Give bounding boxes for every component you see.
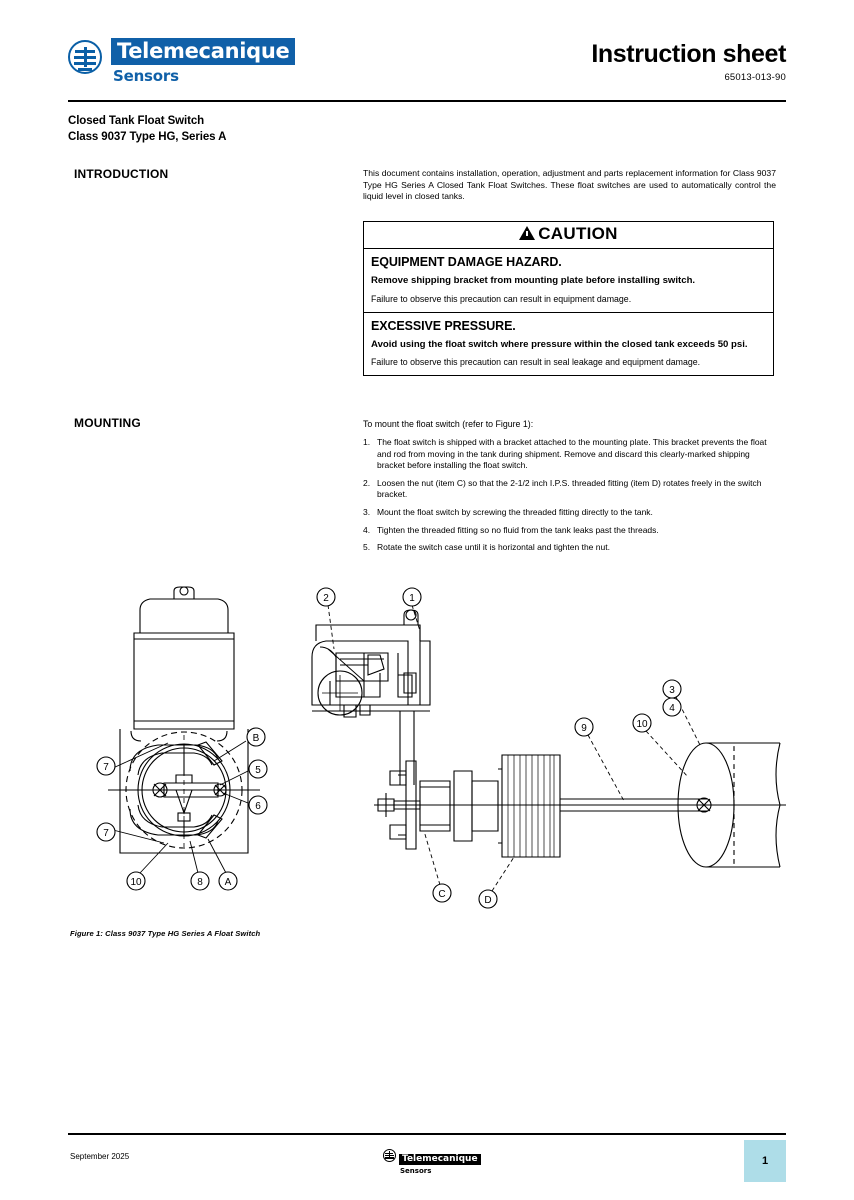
caution-box: CAUTION EQUIPMENT DAMAGE HAZARD. Remove … [363,221,774,376]
step-text: Mount the float switch by screwing the t… [377,506,653,517]
figure-caption: Figure 1: Class 9037 Type HG Series A Fl… [70,929,261,938]
caution-heading: EQUIPMENT DAMAGE HAZARD. [371,255,562,269]
figure-1-diagram: 7 7 B 5 6 10 8 A 2 1 [68,585,786,925]
caution-block: EQUIPMENT DAMAGE HAZARD. Remove shipping… [364,249,773,312]
brand-wordmark: Telemecanique Sensors [111,38,296,85]
callout-B: B [253,733,260,744]
callout-9: 9 [581,723,587,734]
callout-3: 3 [669,685,675,696]
callout-8: 8 [197,877,203,888]
footer-brand-sub: Sensors [400,1167,432,1175]
callout-C: C [438,889,445,900]
callout-10-left: 10 [130,877,142,888]
footer-brand-wordmark: Telemecanique Sensors [399,1148,481,1176]
callout-1: 1 [409,593,415,604]
callout-A: A [225,877,232,888]
list-item: 4. Tighten the threaded fitting so no fl… [363,525,776,537]
list-item: 2. Loosen the nut (item C) so that the 2… [363,478,776,501]
page-title: Instruction sheet [591,40,786,68]
step-number: 5. [363,542,371,553]
product-subtitle-line2: Class 9037 Type HG, Series A [68,130,227,143]
step-number: 1. [363,437,371,447]
section-label-introduction: INTRODUCTION [74,167,169,181]
section-label-mounting: MOUNTING [74,416,141,430]
document-title-group: Instruction sheet 65013-013-90 [591,40,786,83]
warning-triangle-icon [519,226,536,240]
document-number: 65013-013-90 [724,72,786,83]
introduction-paragraph: This document contains installation, ope… [363,168,776,202]
list-item: 5. Rotate the switch case until it is ho… [363,542,776,554]
footer-date: September 2025 [70,1152,130,1161]
page-number-background [744,1140,786,1182]
step-text: The float switch is shipped with a brack… [377,437,767,471]
mounting-intro: To mount the float switch (refer to Figu… [363,419,534,429]
telemecanique-logo-icon [68,40,102,74]
step-number: 3. [363,506,371,517]
callout-5: 5 [255,765,261,776]
step-text: Tighten the threaded fitting so no fluid… [377,524,659,535]
callout-4: 4 [669,703,675,714]
step-number: 2. [363,477,371,488]
page-number: 1 [761,1155,769,1167]
caution-note: Failure to observe this precaution can r… [371,293,632,304]
mounting-steps-list: 1. The float switch is shipped with a br… [363,437,776,560]
footer-divider [68,1133,786,1136]
caution-title: CAUTION [538,224,618,243]
callout-D: D [484,895,491,906]
list-item: 1. The float switch is shipped with a br… [363,437,776,472]
step-text: Rotate the switch case until it is horiz… [377,542,610,553]
caution-note: Failure to observe this precaution can r… [371,357,701,367]
caution-heading: EXCESSIVE PRESSURE. [371,318,516,333]
callout-10-right: 10 [636,719,648,730]
footer-brand-logo: Telemecanique Sensors [383,1148,481,1176]
float-switch-drawing: 7 7 B 5 6 10 8 A 2 1 [96,586,786,909]
header-divider [68,100,786,103]
caution-header: CAUTION [364,222,773,249]
product-subtitle: Closed Tank Float Switch Class 9037 Type… [68,114,226,145]
footer-brand-name: Telemecanique [399,1154,481,1165]
page-header: Telemecanique Sensors Instruction sheet … [68,38,786,100]
callout-7-upper: 7 [103,762,109,773]
callout-6: 6 [255,801,261,812]
caution-action: Avoid using the float switch where press… [371,338,748,350]
brand-sub: Sensors [113,67,179,85]
caution-block: EXCESSIVE PRESSURE. Avoid using the floa… [364,311,773,376]
callout-2: 2 [323,593,329,604]
list-item: 3. Mount the float switch by screwing th… [363,507,776,519]
step-number: 4. [363,524,371,535]
callout-7-lower: 7 [103,828,109,839]
brand-name: Telemecanique [111,38,296,65]
step-text: Loosen the nut (item C) so that the 2-1/… [377,477,762,500]
brand-logo: Telemecanique Sensors [68,38,296,85]
caution-action: Remove shipping bracket from mounting pl… [371,275,696,286]
product-subtitle-line1: Closed Tank Float Switch [68,115,205,127]
page-number-box: 1 [744,1140,786,1182]
telemecanique-footer-logo-icon [383,1149,396,1162]
